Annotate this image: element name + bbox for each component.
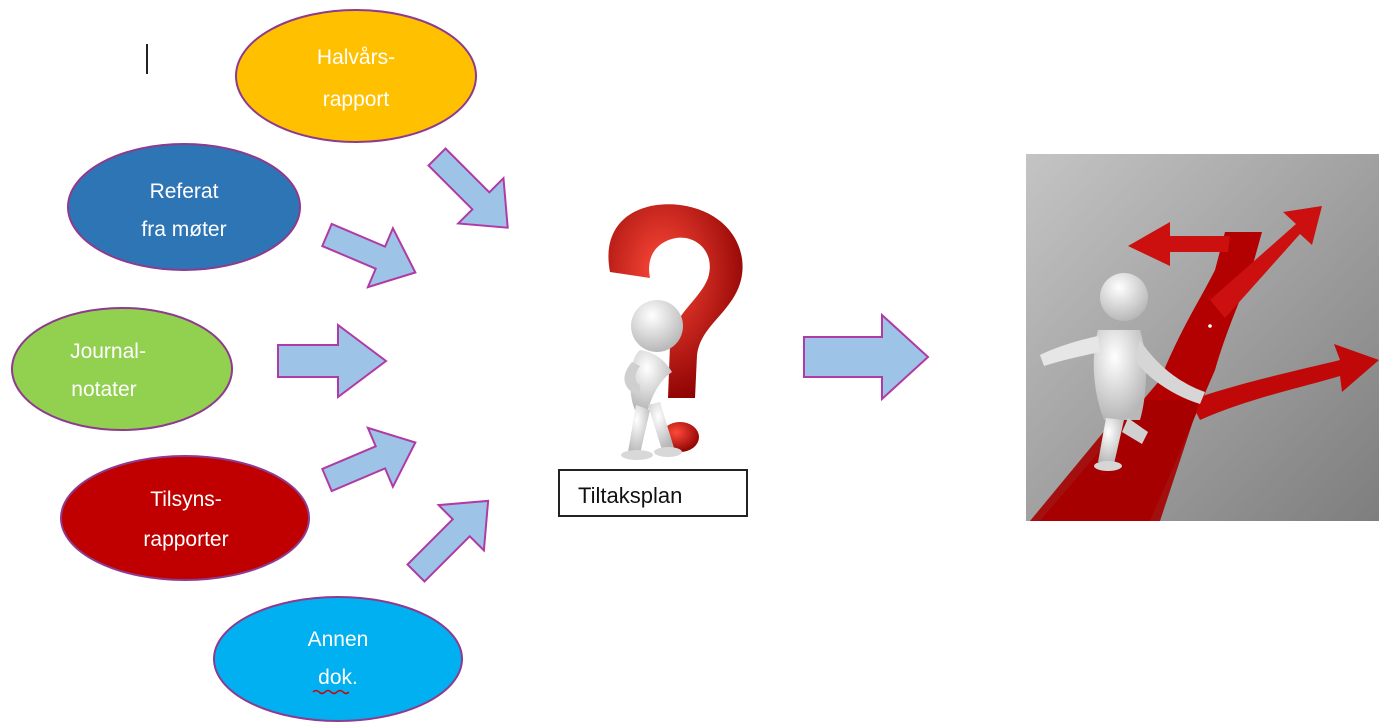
- tiltaksplan-label: Tiltaksplan: [578, 483, 683, 508]
- arrow-from-referat: [320, 222, 417, 289]
- ellipse-label-line1: Journal-: [70, 340, 146, 363]
- thinking-figure-with-question-mark-icon: [608, 204, 743, 460]
- ellipse-annen-dok: Annen dok.: [213, 596, 463, 722]
- tiltaksplan-box: Tiltaksplan: [558, 469, 748, 517]
- text-cursor: [146, 44, 148, 74]
- ellipse-journalnotater: Journal- notater: [11, 307, 233, 431]
- ellipse-label-line1: Halvårs-: [317, 46, 395, 69]
- spellcheck-underline: [312, 689, 350, 695]
- ellipse-label-line2: rapporter: [143, 528, 228, 551]
- ellipse-referat: Referat fra møter: [67, 143, 301, 271]
- ellipse-label-line2: rapport: [323, 88, 390, 111]
- arrow-from-tilsyn: [320, 426, 417, 493]
- ellipse-label-line1: Referat: [150, 180, 219, 203]
- arrow-to-result: [803, 312, 930, 402]
- ellipse-halvarsrapport: Halvårs- rapport: [235, 9, 477, 143]
- ellipse-label-line1: Tilsyns-: [150, 488, 222, 511]
- arrow-from-annen-dok: [406, 499, 490, 583]
- ellipse-label-line1: Annen: [308, 628, 369, 651]
- arrow-from-journal: [277, 323, 388, 399]
- arrow-from-halvarsrapport: [427, 147, 509, 229]
- ellipse-label-line2: fra møter: [141, 218, 226, 241]
- figure-at-crossroads-icon: [1026, 154, 1379, 521]
- ellipse-tilsynsrapporter: Tilsyns- rapporter: [60, 455, 310, 581]
- ellipse-label-line2: notater: [71, 378, 136, 401]
- ellipse-label-line2: dok.: [318, 666, 358, 689]
